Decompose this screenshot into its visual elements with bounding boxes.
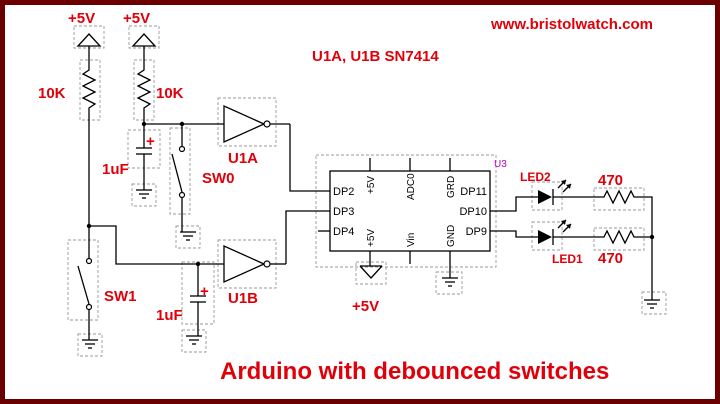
gnd-sw1-outline [77, 333, 103, 357]
pin-grd: GRD [446, 176, 457, 198]
label-vcc-left: +5V [68, 10, 95, 27]
switch-sw0 [171, 124, 186, 232]
label-r-left: 10K [38, 85, 66, 102]
gnd-cap-bottom-outline [181, 329, 207, 353]
vcc-left-symbol [76, 33, 102, 66]
sw1-outline [67, 239, 99, 321]
gnd-led-outline [641, 291, 667, 315]
ground-cap-bottom [186, 335, 202, 345]
ground-u3 [442, 277, 458, 287]
label-r-right: 10K [156, 85, 184, 102]
pin-vin: Vin [406, 233, 417, 247]
led2-outline [531, 181, 563, 211]
label-vcc-right: +5V [123, 10, 150, 27]
sw0-outline [169, 127, 191, 215]
junction-led-gnd [649, 234, 655, 240]
pin-dp4: DP4 [333, 226, 354, 238]
wire-dp10-led2 [490, 196, 538, 212]
r-left-outline [79, 59, 101, 121]
label-cap-top-plus: + [146, 133, 155, 150]
capacitor-top [136, 124, 152, 190]
label-led2: LED2 [520, 170, 551, 184]
r470-top-outline [593, 187, 645, 211]
vcc-right-symbol [131, 33, 157, 66]
inverter-u1b [223, 210, 330, 284]
label-cap-bottom: 1uF [156, 307, 183, 324]
inverter-u1a [223, 104, 330, 192]
vcc-bottom-outline [355, 261, 387, 285]
pin-dp9: DP9 [466, 226, 487, 238]
vcc-bottom-symbol [359, 265, 383, 279]
wire-u1b-input [89, 225, 224, 265]
led1-outline [531, 221, 563, 251]
capacitor-bottom [190, 264, 206, 336]
label-sw1: SW1 [104, 288, 137, 305]
resistor-10k-left [81, 66, 97, 226]
label-u1a: U1A [228, 150, 258, 167]
ground-sw1 [82, 339, 98, 349]
ground-led [644, 299, 660, 309]
label-u1b: U1B [228, 290, 258, 307]
r470-bottom-outline [593, 227, 645, 251]
label-vcc-bottom: +5V [352, 298, 379, 315]
ic-note: U1A, U1B SN7414 [312, 48, 439, 65]
resistor-470-bottom [600, 229, 652, 245]
circuit-schematic: +5V +5V 10K 10K + 1uF U1A SW0 SW1 + 1uF … [38, 10, 667, 385]
label-led1: LED1 [552, 252, 583, 266]
gnd-u3-outline [435, 271, 463, 295]
label-cap-top: 1uF [102, 161, 129, 178]
pin-dp10: DP10 [459, 206, 487, 218]
resistor-10k-right [136, 66, 152, 124]
label-sw0: SW0 [202, 170, 235, 187]
label-r470-top: 470 [598, 172, 623, 189]
switch-sw1 [77, 226, 93, 340]
label-cap-bottom-plus: + [200, 283, 209, 300]
resistor-470-top [600, 189, 653, 300]
gnd-sw0-outline [175, 225, 201, 249]
ground-sw0 [180, 231, 196, 241]
pin-dp3: DP3 [333, 206, 354, 218]
pin-dp11: DP11 [460, 186, 487, 198]
led2-symbol [538, 179, 600, 205]
ground-cap-top [136, 189, 152, 199]
pin-top-5v: +5V [366, 176, 377, 194]
diagram-title: Arduino with debounced switches [220, 358, 609, 385]
u1a-outline [217, 97, 277, 147]
pin-gnd: GND [446, 225, 457, 247]
pin-bottom-5v: +5V [366, 229, 377, 247]
wire-dp9-led1 [490, 230, 538, 238]
led1-symbol [538, 219, 600, 245]
pin-adc0: ADC0 [406, 173, 417, 200]
website-label: www.bristolwatch.com [490, 16, 653, 33]
pin-dp2: DP2 [333, 186, 354, 198]
label-u3: U3 [494, 159, 507, 170]
label-r470-bottom: 470 [598, 250, 623, 267]
